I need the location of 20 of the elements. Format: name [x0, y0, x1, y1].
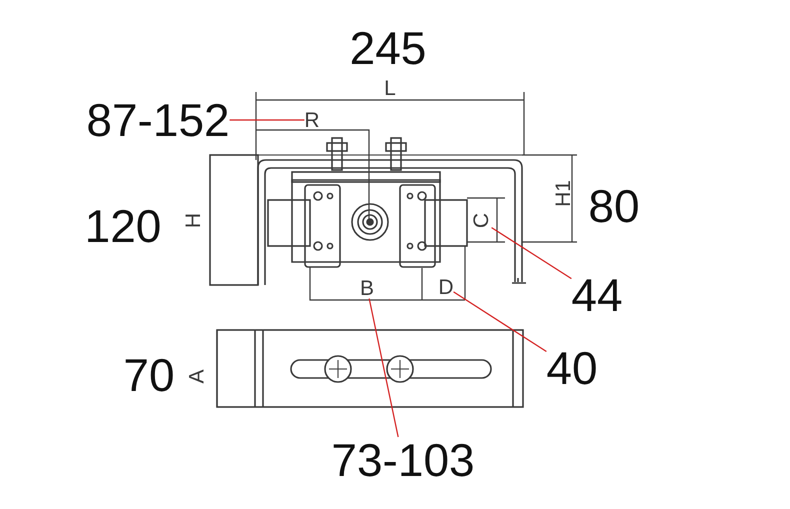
dimension-value: 40	[546, 345, 598, 391]
dimension-value: 87-152	[86, 97, 230, 143]
dimension-value: 120	[84, 203, 162, 249]
dimension-value: 70	[123, 352, 175, 398]
dimension-letter: A	[186, 369, 207, 384]
dimension-letter: C	[470, 213, 492, 228]
dimension-letter: R	[304, 110, 320, 130]
dimension-letter: H1	[552, 180, 574, 206]
dimension-letter: B	[360, 278, 374, 298]
leader-line	[368, 298, 399, 438]
dimension-value: 245	[350, 25, 426, 71]
dimension-letter: H	[182, 213, 204, 228]
dimension-letter: D	[438, 276, 454, 298]
leader-line	[230, 119, 304, 121]
dimension-value: 80	[588, 183, 640, 229]
dimension-value: 44	[571, 272, 623, 318]
leader-line	[491, 227, 572, 280]
dimension-value: 73-103	[331, 437, 475, 483]
leader-line	[453, 291, 547, 352]
dimension-letter: L	[384, 78, 396, 98]
